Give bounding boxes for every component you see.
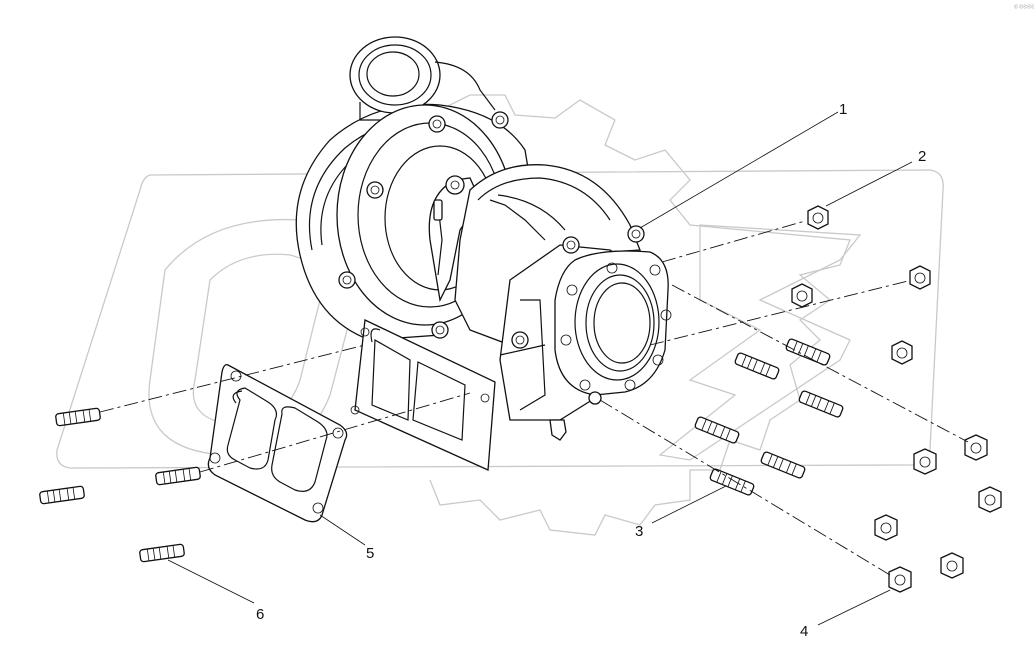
- nut: [913, 448, 937, 475]
- turbocharger-assembly: [295, 36, 672, 471]
- studs-left: [39, 407, 201, 563]
- compressor-bolts: [338, 111, 509, 339]
- gasket: [207, 364, 348, 523]
- callout-3: 3: [635, 523, 643, 540]
- callout-5: 5: [366, 545, 374, 562]
- callout-1: 1: [839, 101, 847, 118]
- nuts: [791, 205, 1002, 593]
- stud: [734, 352, 780, 380]
- stud: [55, 407, 101, 427]
- nut: [888, 566, 912, 593]
- assembly-center-lines: [99, 220, 969, 576]
- stud: [709, 468, 755, 496]
- outlet-flange-holes: [560, 262, 672, 391]
- nut: [891, 340, 913, 365]
- stud: [139, 543, 185, 563]
- nut: [874, 514, 898, 541]
- leader-line-4: [817, 589, 891, 626]
- watermark-logo: [56, 94, 944, 536]
- nut: [807, 205, 829, 230]
- stud: [785, 338, 831, 366]
- nut: [940, 552, 964, 579]
- callout-4: 4: [800, 623, 808, 640]
- nut: [964, 434, 988, 461]
- leader-line-3: [651, 485, 727, 524]
- stud: [694, 416, 740, 444]
- callouts: 1 2 3 4 5 6 ⓒ ⓒⓒⓒⓒ: [167, 3, 1034, 640]
- leader-line-5: [319, 514, 366, 546]
- studs-right: [694, 338, 844, 496]
- stud: [155, 466, 201, 486]
- nut: [909, 265, 931, 290]
- stud: [798, 390, 844, 418]
- callout-6: 6: [256, 606, 264, 623]
- stud: [39, 485, 85, 505]
- callout-2: 2: [918, 148, 926, 165]
- stud: [760, 451, 806, 479]
- leader-line-1: [639, 111, 839, 229]
- leader-line-6: [167, 559, 255, 604]
- nut: [978, 486, 1002, 513]
- leader-line-2: [825, 161, 913, 207]
- corner-tag: ⓒ ⓒⓒⓒⓒ: [1014, 3, 1034, 9]
- nut: [791, 283, 813, 308]
